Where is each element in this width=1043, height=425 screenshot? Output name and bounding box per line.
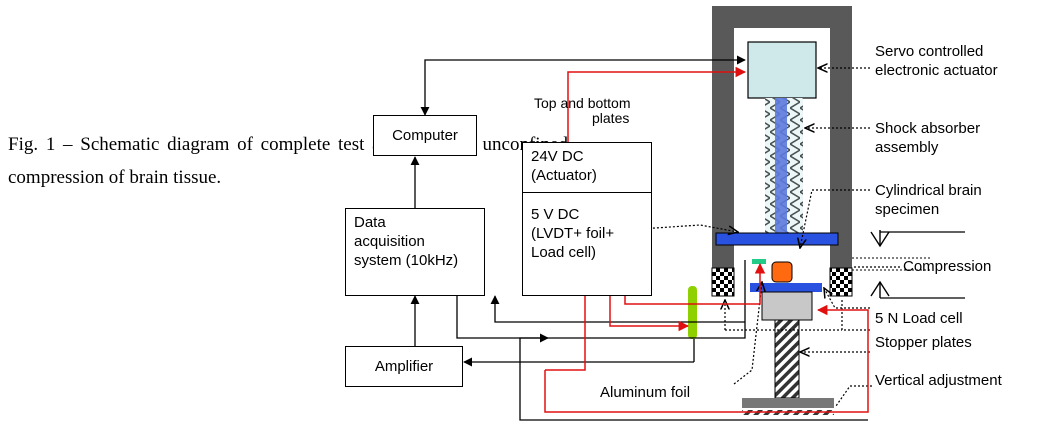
bottom-plate <box>750 283 822 292</box>
load-cell-label: 5 N Load cell <box>875 310 963 327</box>
shock-label-line-1: Shock absorber <box>875 120 981 137</box>
plates-label: Top and bottom plates <box>534 96 631 126</box>
plates-label-line-2: plates <box>592 110 630 126</box>
shock-absorber <box>765 98 803 233</box>
computer-box: Computer <box>373 115 477 156</box>
vertical-adjustment-label: Vertical adjustment <box>875 372 1002 389</box>
actuator-label-line-1: Servo controlled <box>875 43 984 60</box>
base-plate <box>742 398 834 408</box>
sensor-power-line-1: 5 V DC <box>531 206 580 223</box>
actuator-power-line-2: (Actuator) <box>531 167 597 184</box>
compression-arrows <box>852 230 965 299</box>
load-cell <box>761 291 813 321</box>
data-acquisition-box: Data acquisition system (10kHz) <box>345 208 485 296</box>
specimen-label: Cylindrical brain specimen <box>875 181 982 219</box>
label-leaders <box>624 68 900 407</box>
frame-right-column <box>830 6 852 268</box>
actuator-label: Servo controlled electronic actuator <box>875 42 998 80</box>
specimen-label-line-1: Cylindrical brain <box>875 182 982 199</box>
shock-label-line-2: assembly <box>875 139 939 156</box>
stopper-plate-right <box>829 267 853 297</box>
lvdt-sensor <box>688 286 697 339</box>
sensor-power-line-3: Load cell) <box>531 244 597 261</box>
shock-absorber-label: Shock absorber assembly <box>875 119 980 157</box>
amplifier-label: Amplifier <box>374 358 434 375</box>
compression-label: Compression <box>903 258 992 275</box>
signal-wires <box>410 55 868 421</box>
spring-shaft <box>775 98 787 233</box>
caption-line-2: compression of brain tissue. <box>8 167 222 188</box>
daq-line-3: system (10kHz) <box>354 252 459 269</box>
daq-line-2: acquisition <box>354 233 425 250</box>
frame-left-column <box>712 6 734 268</box>
vertical-adjustment-screw <box>774 319 800 399</box>
stopper-plates-label: Stopper plates <box>875 334 972 351</box>
sensor-power-line-2: (LVDT+ foil+ <box>531 225 615 242</box>
plates-label-line-1: Top and bottom <box>534 95 631 111</box>
daq-line-1: Data <box>354 214 386 231</box>
shock-absorber-housing <box>765 98 803 233</box>
specimen-label-line-2: specimen <box>875 201 940 218</box>
aluminum-foil-label: Aluminum foil <box>600 384 691 401</box>
stopper-plate-left <box>711 267 735 297</box>
actuator-block <box>747 41 817 99</box>
aluminum-foil-strip <box>752 259 766 264</box>
computer-label: Computer <box>392 127 458 144</box>
amplifier-box: Amplifier <box>345 346 463 387</box>
frame-top-beam <box>712 6 852 28</box>
actuator-power-line-1: 24V DC <box>531 148 584 165</box>
brain-specimen <box>771 261 793 283</box>
top-plate <box>715 232 839 246</box>
actuator-power-supply-box: 24V DC (Actuator) <box>522 142 652 194</box>
actuator-label-line-2: electronic actuator <box>875 62 998 79</box>
sensor-power-supply-box: 5 V DC (LVDT+ foil+ Load cell) <box>522 192 652 296</box>
